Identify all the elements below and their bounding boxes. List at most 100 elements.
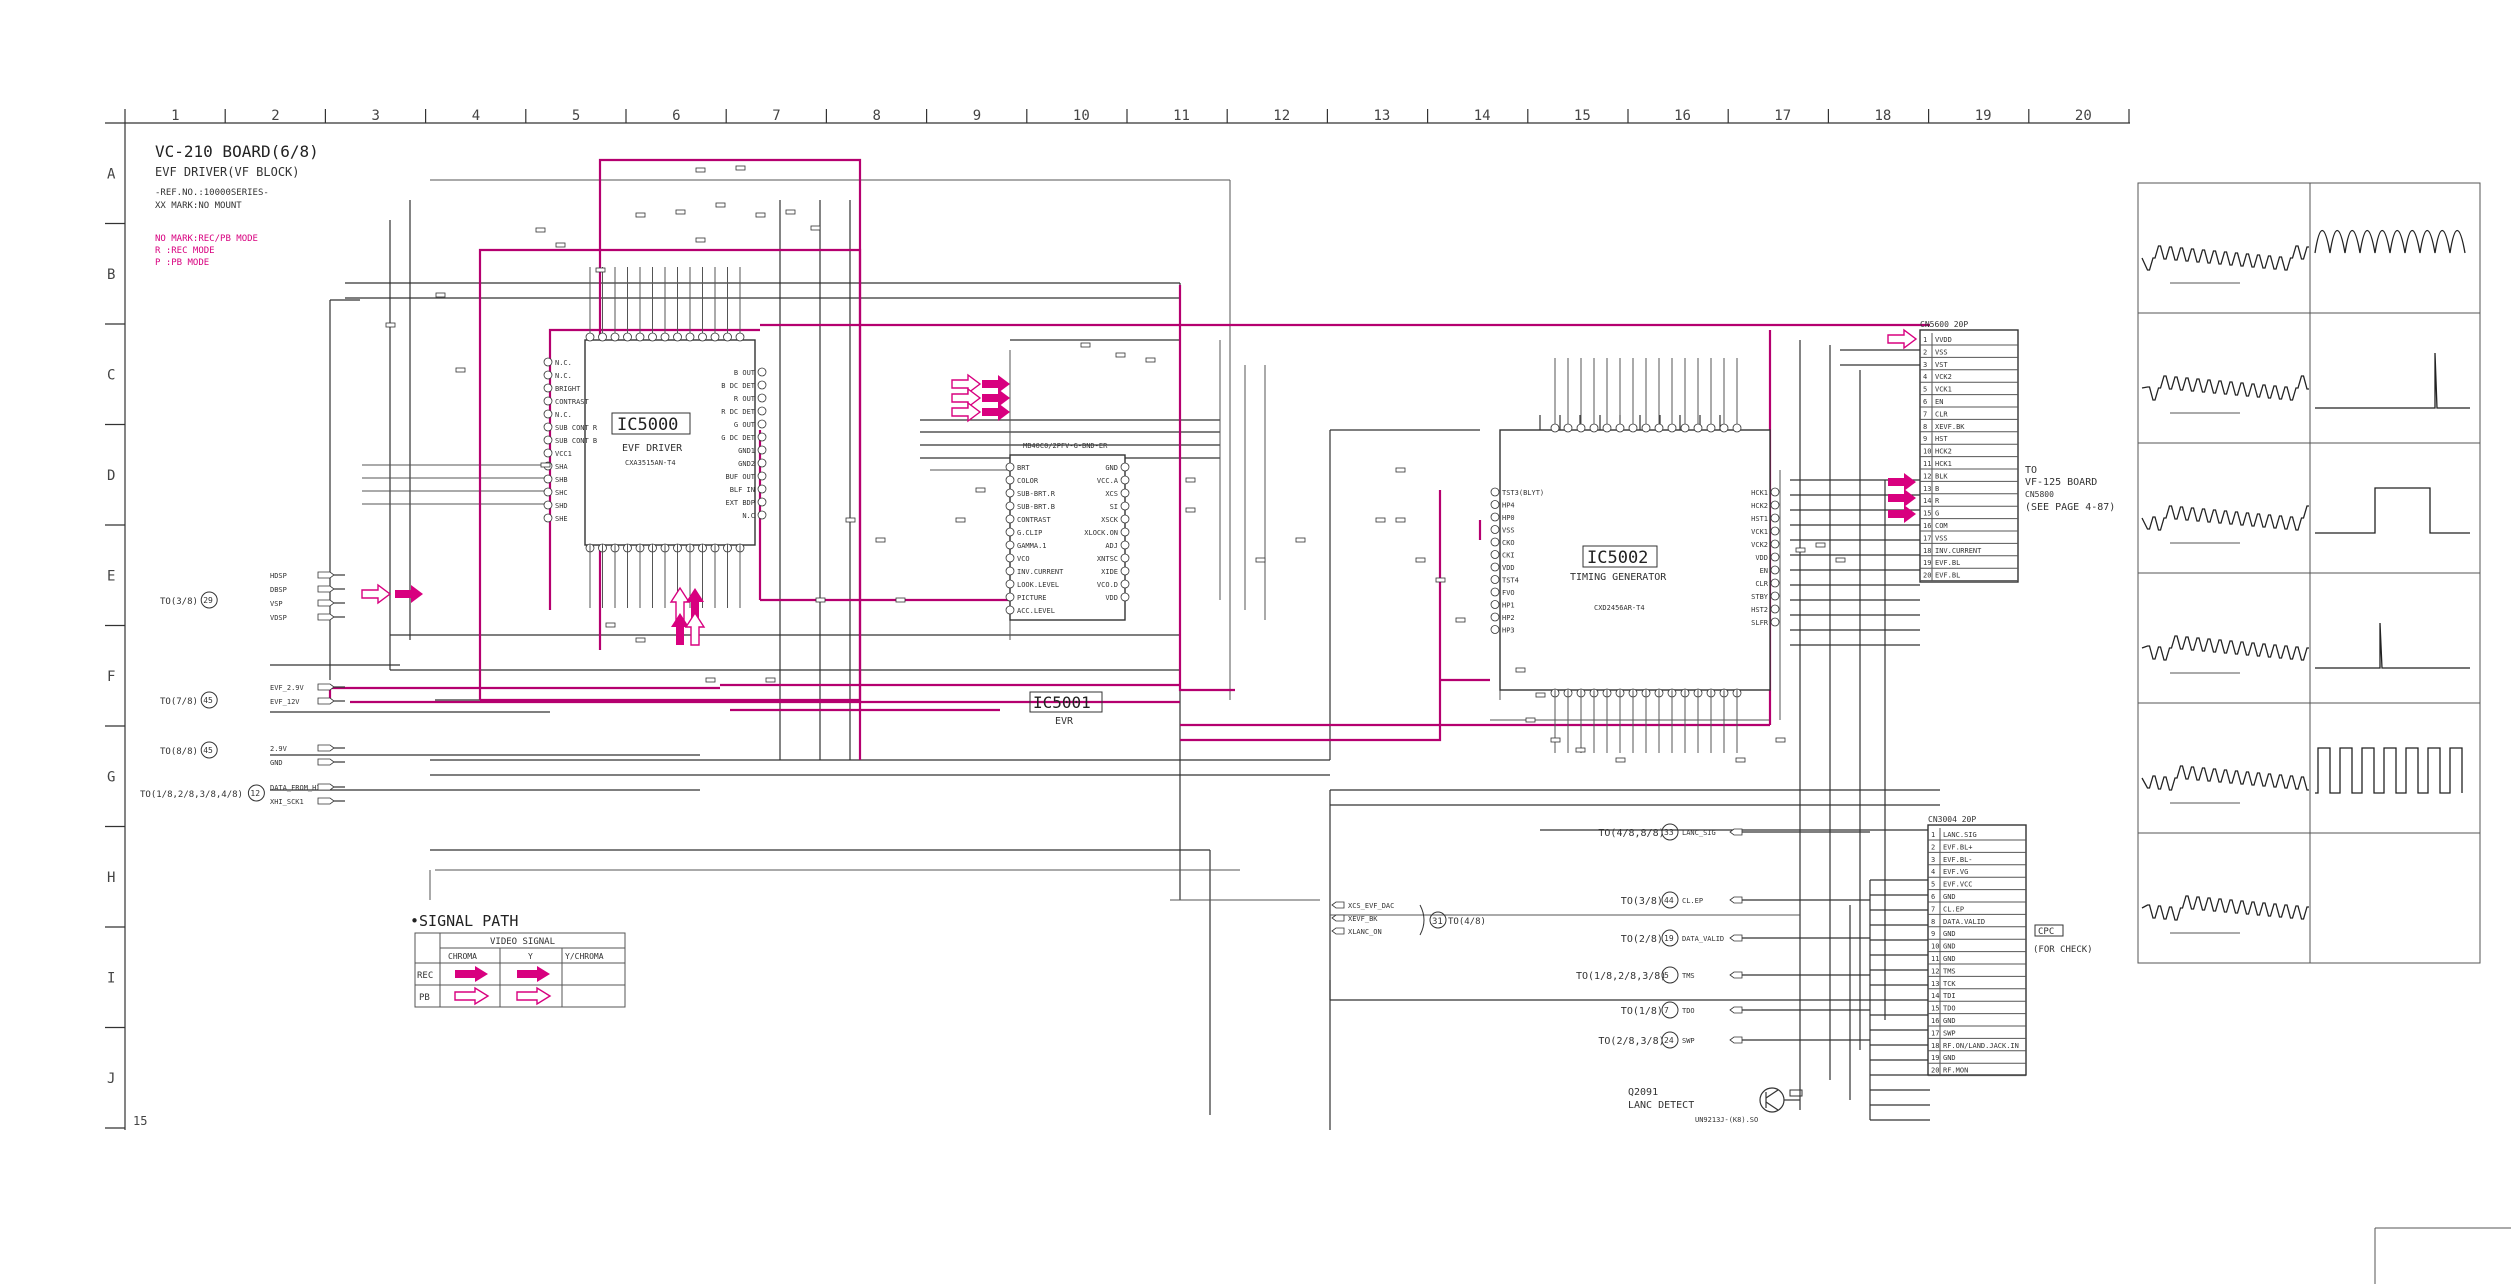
ic-pin: [1005, 592, 1015, 602]
ic-pin: [1680, 423, 1690, 433]
ic-pin: [1770, 487, 1780, 497]
connector-arrow-icon: [1729, 1006, 1743, 1014]
ic-pin: [1005, 501, 1015, 511]
ic-pin-label: GAMMA.1: [1017, 542, 1047, 550]
connector-pin-label: EVF.VCC: [1943, 881, 1973, 889]
connector-arrow-icon: [317, 744, 335, 752]
ic-pin: [757, 471, 767, 481]
ic-pin: [543, 409, 553, 419]
ref-number-circle: [1661, 823, 1679, 841]
connector-pin-number: 15: [1923, 510, 1931, 518]
resistor-symbol: [635, 212, 646, 218]
connector-pin-label: XEVF.BK: [1935, 423, 1965, 431]
header-block: VC-210 BOARD(6/8) EVF DRIVER(VF BLOCK) -…: [133, 142, 319, 1128]
ic-pin: [1576, 423, 1586, 433]
connector-arrow-icon: [317, 758, 335, 766]
ic-pin: [757, 406, 767, 416]
ic-pin: [1641, 423, 1651, 433]
connector-pin-number: 9: [1923, 435, 1927, 443]
connector-pin-number: 8: [1931, 918, 1935, 926]
ref-number-circle: [1661, 1001, 1679, 1019]
connector-pin-label: GND: [1943, 1017, 1956, 1025]
waveform-trace: [2314, 230, 2466, 254]
resistor-symbol: [810, 225, 821, 231]
ic-pin: [543, 422, 553, 432]
resistor-symbol: [875, 537, 886, 543]
ic-pin: [757, 380, 767, 390]
left-input-signal: 2.9V: [270, 745, 288, 753]
resistor-symbol: [1835, 557, 1846, 563]
connector-pin-number: 16: [1931, 1017, 1939, 1025]
ic-pin: [660, 332, 670, 342]
ic-pin-label: XSCK: [1101, 516, 1119, 524]
ic-pin: [1693, 423, 1703, 433]
connector-pin-number: 3: [1923, 361, 1927, 369]
flow-arrow-icon: [982, 403, 1010, 421]
resistor-symbol: [1255, 557, 1266, 563]
resistor-symbol: [605, 622, 616, 628]
resistor-symbol: [895, 597, 906, 603]
connector-pin-label: VCK1: [1935, 386, 1952, 394]
ic-pin: [723, 332, 732, 342]
resistor-symbol: [1735, 757, 1746, 763]
ic-pin-label: VCC.A: [1097, 477, 1119, 485]
flow-arrow-icon: [669, 586, 691, 621]
q2091-ref: Q2091: [1628, 1087, 1658, 1098]
right-ref-dest: TO(2/8,3/8): [1598, 1036, 1664, 1047]
ic-pin: [1005, 514, 1015, 524]
ic-pin: [1628, 423, 1638, 433]
ic-pin: [1490, 537, 1500, 547]
connector-pin-number: 14: [1923, 497, 1931, 505]
resistor-symbol: [1575, 747, 1586, 753]
resistor-symbol: [1795, 547, 1806, 553]
ic-pin-label: G.CLIP: [1017, 529, 1042, 537]
resistor-symbol: [845, 517, 856, 523]
right-ref-dest: TO(4/8,8/8): [1598, 828, 1664, 839]
ic-pin-label: COLOR: [1017, 477, 1039, 485]
connector-pin-label: EVF.BL-: [1943, 856, 1973, 864]
pb-chroma-arrow-icon: [454, 986, 490, 1006]
ic-pin: [1667, 423, 1677, 433]
ic-pin: [1719, 423, 1729, 433]
signal-path-legend: •SIGNAL PATH VIDEO SIGNAL CHROMA Y Y/CHR…: [410, 912, 626, 1008]
ic-pin-label: CKO: [1502, 539, 1515, 547]
left-input-num: 45: [203, 696, 213, 705]
connector-pin-label: TCK: [1943, 980, 1956, 988]
connector-pin-number: 8: [1923, 423, 1927, 431]
resistor-symbol: [765, 677, 776, 683]
ic-pin-label: SUB-BRT.B: [1017, 503, 1055, 511]
cn3004-note-2: (FOR CHECK): [2033, 945, 2093, 955]
ic-pin: [1005, 566, 1015, 576]
grid-column-label: 12: [1273, 108, 1290, 124]
ic-pin: [1490, 612, 1500, 622]
resistor-symbol: [1435, 577, 1446, 583]
ic-pin: [757, 367, 767, 377]
title-block-corner: [2374, 1227, 2511, 1284]
waveform-trace: [2141, 375, 2309, 401]
connector-pin-number: 5: [1931, 881, 1935, 889]
ic-pin-label: SI: [1110, 503, 1118, 511]
ic-pin-label: R DC DET: [721, 408, 756, 416]
ic-pin: [757, 497, 767, 507]
connector-pin-number: 5: [1923, 386, 1927, 394]
connector-pin-label: SWP: [1943, 1029, 1956, 1037]
resistor-symbol: [535, 227, 546, 233]
signal-path-col-chroma: CHROMA: [448, 952, 477, 961]
signal-path-title: •SIGNAL PATH: [410, 912, 518, 930]
ic-pin-label: HCK2: [1751, 502, 1768, 510]
grid-column-label: 10: [1073, 108, 1090, 124]
ic-pin: [648, 332, 657, 342]
right-ref-dest: TO(1/8): [1621, 1006, 1663, 1017]
ic-pin: [1120, 592, 1130, 602]
ic-pin: [757, 419, 767, 429]
flow-arrow-icon: [951, 401, 982, 423]
rec-y-arrow-icon: [517, 966, 550, 982]
resistor-symbol: [1615, 757, 1626, 763]
resistor-symbol: [695, 167, 706, 173]
ic-pin-label: SHB: [555, 476, 568, 484]
grid-column-label: 20: [2075, 108, 2092, 124]
ref-number-circle: [1661, 966, 1679, 984]
connector-pin-number: 10: [1923, 448, 1931, 456]
connector-pin-number: 17: [1931, 1029, 1939, 1037]
ic-pin: [685, 332, 695, 342]
